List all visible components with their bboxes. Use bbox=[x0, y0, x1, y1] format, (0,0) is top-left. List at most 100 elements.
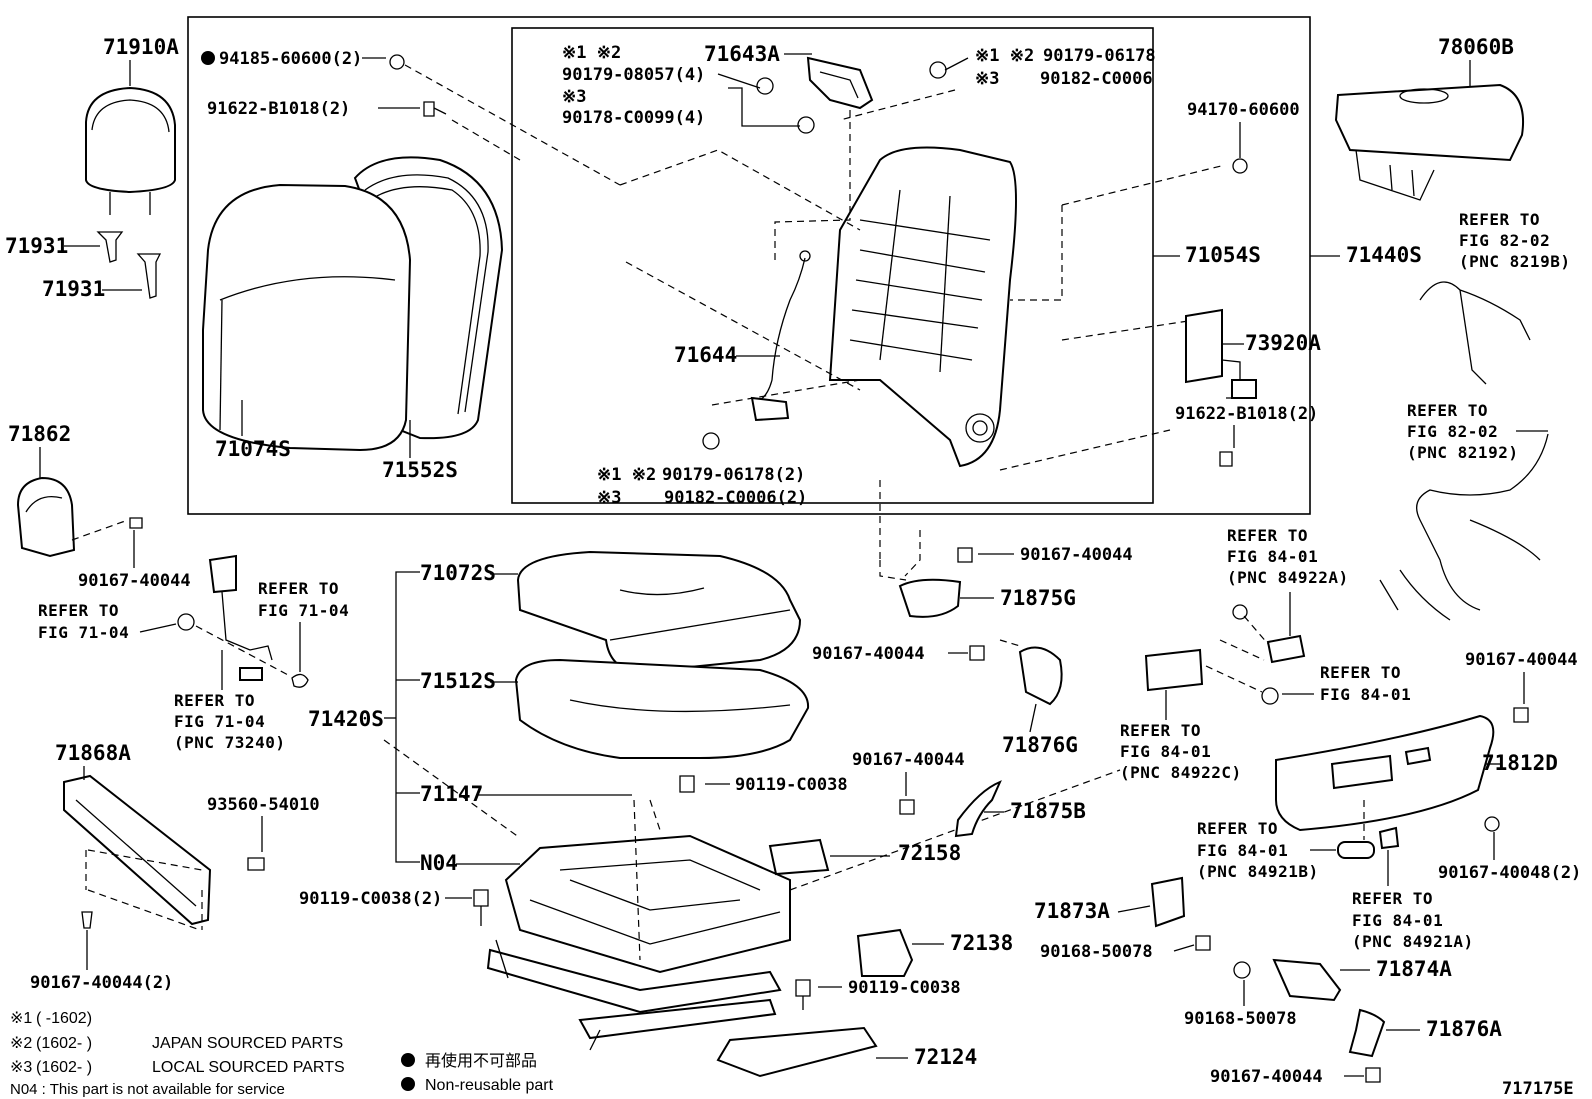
label-90179-08057: 90179-08057(4) bbox=[562, 65, 705, 85]
bolt-icon bbox=[1261, 687, 1279, 705]
seat-frame-track-drawing bbox=[486, 834, 791, 1051]
label-94170-60600: 94170-60600 bbox=[1187, 100, 1300, 120]
label-71074S: 71074S bbox=[215, 437, 291, 461]
side-airbag-73920A-drawing bbox=[1185, 308, 1257, 399]
note-mark-3-bottom: ※3 bbox=[597, 488, 621, 508]
non-reusable-mark bbox=[201, 51, 215, 65]
refer-pnc-84922C-l3: (PNC 84922C) bbox=[1120, 763, 1242, 782]
side-trim-71868A-drawing bbox=[63, 774, 212, 926]
label-90182-C0006-top: 90182-C0006 bbox=[1040, 69, 1153, 89]
label-90168-50078-b: 90168-50078 bbox=[1184, 1009, 1297, 1029]
label-90167-40044-e: 90167-40044 bbox=[1210, 1067, 1323, 1087]
bolt-icon bbox=[957, 547, 973, 563]
refer-pnc-73240-l1: REFER TO bbox=[174, 691, 255, 710]
label-73920A: 73920A bbox=[1245, 331, 1321, 355]
cover-71875G-drawing bbox=[898, 578, 962, 618]
bolt-icon bbox=[679, 775, 695, 793]
bolt-icon bbox=[969, 645, 985, 661]
legend-nonreuse-en: Non-reusable part bbox=[425, 1077, 554, 1094]
note-mark-3-top: ※3 bbox=[562, 87, 586, 107]
refer-fig-71-04-b-l1: REFER TO bbox=[258, 579, 339, 598]
cover-72138-drawing bbox=[856, 928, 914, 977]
refer-pnc-84922A-l1: REFER TO bbox=[1227, 526, 1308, 545]
headrest-drawing bbox=[85, 86, 176, 299]
refer-fig-71-04-b-l2: FIG 71-04 bbox=[258, 601, 349, 620]
label-90167-40044-c: 90167-40044 bbox=[812, 644, 925, 664]
bolt-icon bbox=[473, 889, 489, 926]
refer-pnc-84921B-l3: (PNC 84921B) bbox=[1197, 862, 1319, 881]
refer-fig-71-04-a-l2: FIG 71-04 bbox=[38, 623, 129, 642]
harness-82192-drawing bbox=[1379, 433, 1549, 621]
refer-pnc-82192-l3: (PNC 82192) bbox=[1407, 443, 1518, 462]
label-90119-C0038-2: 90119-C0038(2) bbox=[299, 889, 442, 909]
legend-text-3: LOCAL SOURCED PARTS bbox=[152, 1059, 345, 1076]
bracket-71873A-drawing bbox=[1150, 876, 1186, 928]
label-78060B: 78060B bbox=[1438, 35, 1514, 59]
label-90182-C0006-bottom: 90182-C0006(2) bbox=[664, 488, 807, 508]
label-71868A: 71868A bbox=[55, 741, 131, 765]
label-94185-60600: 94185-60600(2) bbox=[219, 49, 362, 69]
label-71812D: 71812D bbox=[1482, 751, 1558, 775]
nut-icon bbox=[702, 432, 720, 450]
refer-pnc-84922C-l2: FIG 84-01 bbox=[1120, 742, 1211, 761]
seatback-tray-78060B-drawing bbox=[1334, 83, 1524, 201]
refer-pnc-82192-l2: FIG 82-02 bbox=[1407, 422, 1498, 441]
label-90119-C0038-c: 90119-C0038 bbox=[848, 978, 961, 998]
refer-pnc-8219B-l3: (PNC 8219B) bbox=[1459, 252, 1570, 271]
seatback-frame-71054S-drawing bbox=[828, 146, 1017, 468]
clip-icon bbox=[81, 911, 93, 929]
label-72124: 72124 bbox=[914, 1045, 977, 1069]
label-90167-40044-f: 90167-40044 bbox=[1465, 650, 1578, 670]
label-90167-40044-d: 90167-40044 bbox=[852, 750, 965, 770]
seatback-cover-drawing bbox=[202, 156, 504, 452]
label-71072S: 71072S bbox=[420, 561, 496, 585]
refer-pnc-82192-l1: REFER TO bbox=[1407, 401, 1488, 420]
note-mark-12-right: ※1 ※2 bbox=[975, 46, 1034, 66]
bolt-icon bbox=[423, 101, 447, 117]
refer-pnc-84922A-l3: (PNC 84922A) bbox=[1227, 568, 1349, 587]
nut-icon bbox=[389, 54, 405, 70]
legend-mark-3: ※3 bbox=[10, 1059, 32, 1076]
bracket-71874A-drawing bbox=[1272, 958, 1342, 1002]
wire-harness-71644 bbox=[750, 250, 811, 422]
label-90178-C0099: 90178-C0099(4) bbox=[562, 108, 705, 128]
switch-knob-84921A-drawing bbox=[1378, 826, 1400, 850]
refer-pnc-84921A-l3: (PNC 84921A) bbox=[1352, 932, 1474, 951]
refer-pnc-84921B-l2: FIG 84-01 bbox=[1197, 841, 1288, 860]
label-71875G: 71875G bbox=[1000, 586, 1076, 610]
label-N04: N04 bbox=[420, 851, 458, 875]
label-90167-40048: 90167-40048(2) bbox=[1438, 863, 1581, 883]
legend-range-2: (1602- ) bbox=[36, 1035, 92, 1052]
refer-pnc-73240-l3: (PNC 73240) bbox=[174, 733, 285, 752]
cover-71876A-drawing bbox=[1348, 1008, 1386, 1058]
bolt-icon bbox=[1232, 604, 1248, 620]
label-71512S: 71512S bbox=[420, 669, 496, 693]
label-72138: 72138 bbox=[950, 931, 1013, 955]
nut-icon bbox=[797, 116, 815, 134]
label-71420S: 71420S bbox=[308, 707, 384, 731]
legend-range-1: ( -1602) bbox=[36, 1010, 92, 1027]
label-90179-06178-bottom: 90179-06178(2) bbox=[662, 465, 805, 485]
refer-pnc-73240-l2: FIG 71-04 bbox=[174, 712, 265, 731]
legend-mark-2: ※2 bbox=[10, 1035, 32, 1052]
refer-pnc-84921A-l1: REFER TO bbox=[1352, 889, 1433, 908]
bolt-icon bbox=[1365, 1067, 1381, 1083]
seatback-frame-subassembly-box bbox=[511, 27, 1154, 504]
label-72158: 72158 bbox=[898, 841, 961, 865]
cover-72158-drawing bbox=[768, 838, 830, 876]
label-90168-50078-a: 90168-50078 bbox=[1040, 942, 1153, 962]
legend-n04: N04 : This part is not available for ser… bbox=[10, 1081, 285, 1098]
refer-pnc-8219B-l2: FIG 82-02 bbox=[1459, 231, 1550, 250]
refer-pnc-84922A-l2: FIG 84-01 bbox=[1227, 547, 1318, 566]
nut-icon bbox=[756, 77, 774, 95]
label-71644: 71644 bbox=[674, 343, 737, 367]
bolt-icon bbox=[1219, 451, 1233, 467]
bracket-84922C-drawing bbox=[1144, 648, 1204, 692]
label-71643A: 71643A bbox=[704, 42, 780, 66]
bolt-icon bbox=[1513, 707, 1529, 723]
label-71054S: 71054S bbox=[1185, 243, 1261, 267]
legend-nonreuse-dot-en bbox=[401, 1077, 415, 1091]
legend-nonreuse-jp: 再使用不可部品 bbox=[425, 1052, 537, 1070]
seatback-assembly-frame bbox=[187, 16, 1311, 515]
